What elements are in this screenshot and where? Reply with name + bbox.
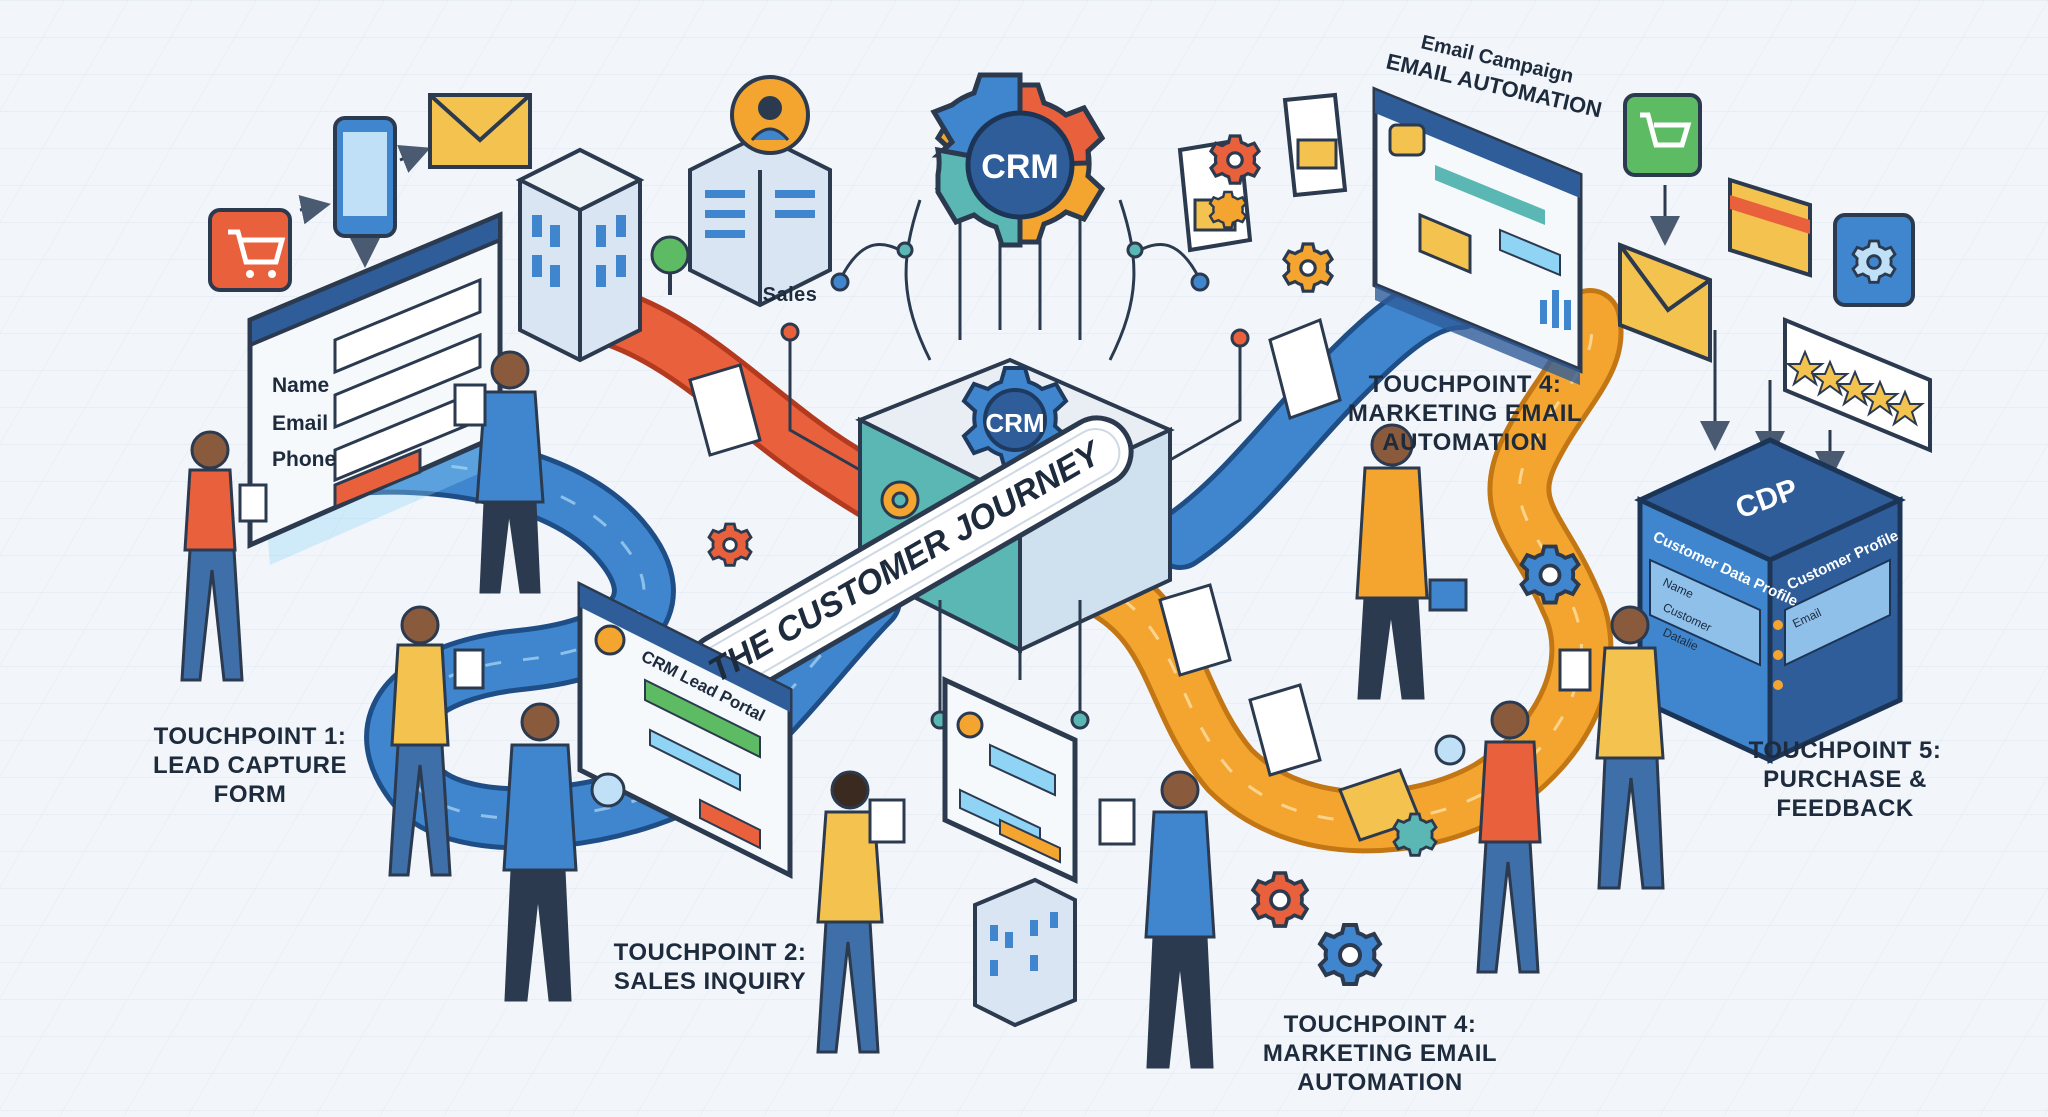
crm-lead-portal-board xyxy=(577,580,793,880)
cdp-database xyxy=(1634,437,1906,764)
gear-icons-bottom xyxy=(707,522,1581,986)
crm-gear-icon xyxy=(930,72,1106,248)
star-rating-card xyxy=(1783,317,1932,453)
person-7 xyxy=(1355,423,1468,700)
envelope-icon xyxy=(428,93,532,169)
lead-capture-form xyxy=(247,211,510,565)
email-automation-board xyxy=(1372,86,1583,385)
form-email-label: Email xyxy=(272,412,328,435)
form-name-label: Name xyxy=(272,374,329,397)
shopping-cart-icon xyxy=(208,208,292,292)
smartphone-icon xyxy=(333,116,397,238)
credit-card-icon xyxy=(1728,177,1812,278)
chat-board xyxy=(942,676,1078,884)
touchpoint-1-label: TOUCHPOINT 1: LEAD CAPTURE FORM xyxy=(152,723,347,808)
cart-icon-green xyxy=(1623,93,1702,177)
touchpoint-2-label: TOUCHPOINT 2: SALES INQUIRY xyxy=(613,939,807,995)
crm-gear-label: CRM xyxy=(981,148,1058,186)
gear-icons-top xyxy=(1208,134,1334,293)
person-9 xyxy=(1558,605,1665,890)
envelope-icon-right xyxy=(1618,242,1712,363)
sales-building xyxy=(688,75,832,308)
orange-journey-path xyxy=(1058,288,1624,854)
touchpoint-5-label: TOUCHPOINT 5: PURCHASE & FEEDBACK xyxy=(1748,737,1942,822)
small-building xyxy=(973,877,1077,1028)
touchpoint-4-top-label: TOUCHPOINT 4: MARKETING EMAIL AUTOMATION xyxy=(1347,371,1583,456)
person-1 xyxy=(180,430,268,682)
person-2 xyxy=(453,350,545,594)
person-8 xyxy=(1434,700,1542,974)
touchpoint-4-bottom-label: TOUCHPOINT 4: MARKETING EMAIL AUTOMATION xyxy=(1262,1011,1498,1096)
person-4 xyxy=(502,702,626,1002)
crm-hub-label: CRM xyxy=(985,408,1044,438)
settings-gear-icon xyxy=(1833,213,1915,307)
person-3 xyxy=(388,605,485,877)
person-figures xyxy=(180,350,1665,1069)
person-5 xyxy=(816,770,906,1054)
sales-label: Sales xyxy=(762,284,818,306)
connector-dots xyxy=(780,241,1250,730)
form-phone-label: Phone xyxy=(272,448,336,471)
office-building xyxy=(515,147,690,363)
document-icons xyxy=(688,317,1342,777)
person-6 xyxy=(1098,770,1216,1069)
